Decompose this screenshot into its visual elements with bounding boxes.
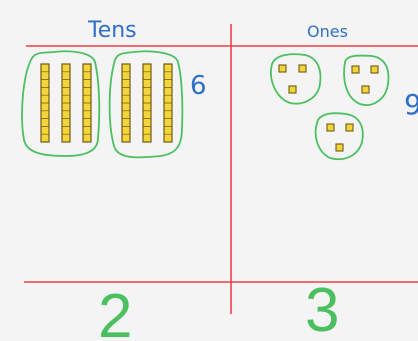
tens-answer: 2: [98, 286, 132, 341]
unit-cube: [279, 65, 286, 72]
ones-group: [344, 56, 388, 105]
unit-cube: [336, 144, 343, 151]
unit-cube: [352, 66, 359, 73]
tens-heading: Tens: [88, 18, 137, 43]
ones-answer: 3: [305, 280, 339, 341]
ones-heading: Ones: [307, 22, 348, 41]
tens-group: [110, 51, 183, 157]
ones-count-label: 9: [404, 88, 418, 121]
ten-rod: [41, 64, 49, 142]
ten-rod: [83, 64, 91, 142]
ten-rod: [62, 64, 70, 142]
group-circle: [344, 56, 388, 105]
ten-rod: [122, 64, 130, 142]
unit-cube: [346, 124, 353, 131]
tens-group: [22, 51, 99, 156]
ten-rod: [164, 64, 172, 142]
ones-group: [316, 113, 363, 159]
ones-group: [271, 54, 321, 103]
unit-cube: [362, 86, 369, 93]
unit-cube: [327, 124, 334, 131]
unit-cube: [299, 65, 306, 72]
unit-cube: [289, 86, 296, 93]
unit-cube: [371, 66, 378, 73]
ten-rod: [143, 64, 151, 142]
group-circle: [316, 113, 363, 159]
tens-count-label: 6: [190, 71, 207, 101]
group-circle: [271, 54, 321, 103]
